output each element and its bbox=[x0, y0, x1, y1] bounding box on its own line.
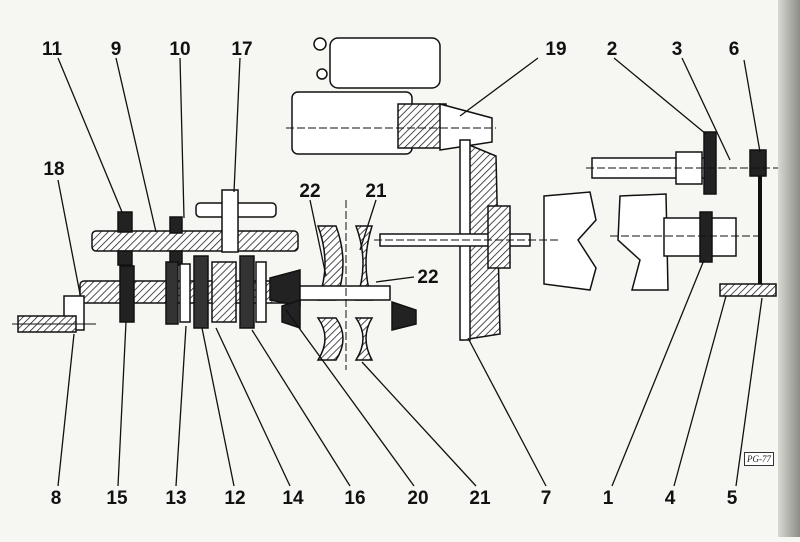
callout-13: 13 bbox=[165, 488, 187, 509]
callout-12: 12 bbox=[224, 488, 246, 509]
callout-4: 4 bbox=[664, 488, 676, 509]
bearing-11 bbox=[117, 211, 133, 233]
callout-19: 19 bbox=[545, 39, 567, 60]
callout-1: 1 bbox=[602, 488, 614, 509]
callout-15: 15 bbox=[106, 488, 128, 509]
clutch-group bbox=[374, 139, 597, 341]
crank-cam-group bbox=[586, 131, 786, 297]
callout-2: 2 bbox=[606, 39, 618, 60]
callout-7: 7 bbox=[540, 488, 552, 509]
callout-18: 18 bbox=[43, 159, 65, 180]
callout-3: 3 bbox=[671, 39, 683, 60]
callout-11: 11 bbox=[41, 39, 63, 60]
callout-6: 6 bbox=[728, 39, 740, 60]
differential-group bbox=[281, 200, 417, 370]
reference-code: PG-77 bbox=[744, 452, 774, 466]
callout-14: 14 bbox=[282, 488, 304, 509]
callout-5: 5 bbox=[726, 488, 738, 509]
gearbox-group bbox=[12, 189, 301, 333]
starter-motor-group bbox=[286, 37, 496, 155]
leader-lines bbox=[57, 57, 763, 487]
callout-22-mid: 22 bbox=[417, 267, 439, 288]
callout-20: 20 bbox=[407, 488, 429, 509]
callout-10: 10 bbox=[169, 39, 191, 60]
callout-21-bottom: 21 bbox=[469, 488, 491, 509]
callout-9: 9 bbox=[110, 39, 122, 60]
callout-8: 8 bbox=[50, 488, 62, 509]
callout-16: 16 bbox=[344, 488, 366, 509]
callout-17: 17 bbox=[231, 39, 253, 60]
page-edge-shadow bbox=[778, 0, 800, 537]
callout-21-top: 21 bbox=[365, 181, 387, 202]
upper-shaft bbox=[91, 230, 299, 252]
callout-22-top: 22 bbox=[299, 181, 321, 202]
